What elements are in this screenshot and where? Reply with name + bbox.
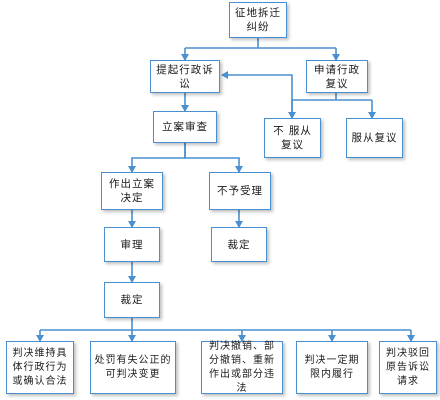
node-outcome-uphold: 判决维持具体行政行为或确认合法 [6, 341, 74, 394]
node-lawsuit: 提起行政诉讼 [150, 60, 220, 93]
node-review-label: 申请行政复议 [314, 63, 360, 90]
node-ruling: 裁定 [104, 282, 160, 318]
node-outcome-change: 处罚有失公正的可判决变更 [90, 341, 176, 394]
node-dissatisfied-label: 不 服从复议 [273, 125, 312, 151]
node-outcome-revoke-label: 判决撤销、部分撤销、重新作出或部分违法 [209, 340, 275, 394]
edge-filing-to-accept [128, 143, 186, 173]
node-lawsuit-label: 提起行政诉讼 [156, 63, 214, 90]
edge-dissatisfied-to-lawsuit [221, 71, 293, 118]
node-satisfied: 服从复议 [346, 118, 403, 158]
node-dispute-label: 征地拆迁纠纷 [235, 7, 281, 33]
node-reject-case: 不予受理 [209, 172, 271, 210]
node-trial: 审理 [104, 227, 160, 262]
node-dissatisfied: 不 服从复议 [264, 118, 321, 158]
node-trial-label: 审理 [120, 238, 144, 251]
node-accept-case-label: 作出立案决定 [109, 178, 155, 204]
node-outcome-uphold-label: 判决维持具体行政行为或确认合法 [12, 347, 68, 387]
node-reject-case-label: 不予受理 [217, 185, 263, 197]
node-review: 申请行政复议 [306, 60, 368, 93]
node-outcome-dismiss-label: 判决驳回原告诉讼请求 [386, 347, 430, 387]
node-ruling-label: 裁定 [120, 294, 144, 306]
node-accept-case: 作出立案决定 [101, 172, 163, 210]
node-dispute: 征地拆迁纠纷 [229, 2, 287, 38]
node-satisfied-label: 服从复议 [351, 132, 398, 144]
node-filing-review-label: 立案审查 [162, 121, 208, 133]
node-ruling-reject-label: 裁定 [227, 238, 251, 251]
node-ruling-reject: 裁定 [211, 227, 267, 262]
node-filing-review: 立案审查 [153, 111, 217, 143]
node-outcome-perform: 判决一定期限内履行 [296, 341, 368, 394]
edge-filing-to-reject [184, 143, 243, 173]
node-outcome-perform-label: 判决一定期限内履行 [304, 354, 360, 380]
node-outcome-revoke: 判决撤销、部分撤销、重新作出或部分违法 [201, 341, 283, 394]
node-outcome-change-label: 处罚有失公正的可判决变更 [94, 354, 172, 380]
node-outcome-dismiss: 判决驳回原告诉讼请求 [379, 341, 437, 394]
